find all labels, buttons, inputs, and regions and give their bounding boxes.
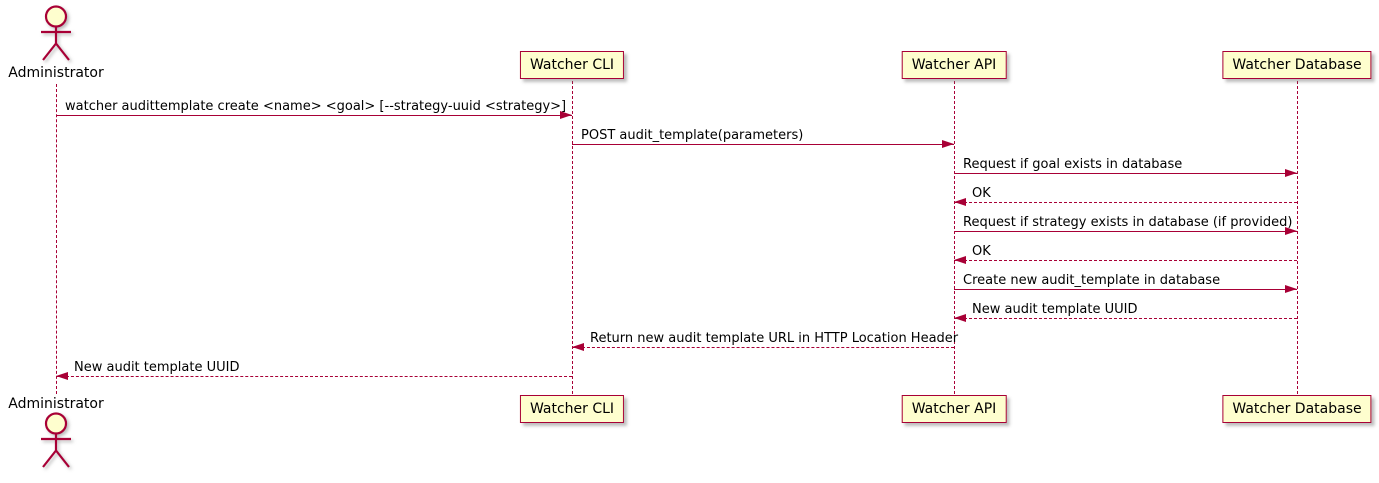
message-label: Return new audit template URL in HTTP Lo…	[590, 331, 959, 346]
arrowhead-right-icon	[1285, 227, 1297, 235]
participant-label: Watcher API	[911, 401, 997, 417]
participant-label: Watcher CLI	[529, 401, 615, 417]
participant-label: Watcher API	[911, 57, 997, 73]
participant-watcher-database-top: Watcher Database	[1222, 51, 1372, 79]
message-label: Create new audit_template in database	[963, 273, 1221, 288]
actor-label-administrator-top: Administrator	[8, 65, 104, 81]
participant-label: Watcher Database	[1232, 57, 1362, 73]
participant-label: Watcher CLI	[529, 57, 615, 73]
message-line	[954, 202, 1297, 203]
message-new-audit-template-uuid-user: New audit template UUID	[56, 360, 572, 381]
participant-watcher-api-bottom: Watcher API	[901, 395, 1007, 423]
message-line	[954, 173, 1297, 174]
message-line	[572, 144, 954, 145]
participant-label: Watcher Database	[1232, 401, 1362, 417]
lifeline-administrator	[56, 84, 57, 394]
arrowhead-left-icon	[572, 343, 584, 351]
message-line	[954, 318, 1297, 319]
arrowhead-left-icon	[56, 372, 68, 380]
message-create-audittemplate: watcher audittemplate create <name> <goa…	[56, 99, 572, 120]
message-line	[954, 289, 1297, 290]
message-request-goal-exists: Request if goal exists in database	[954, 157, 1297, 178]
participant-watcher-cli-bottom: Watcher CLI	[519, 395, 625, 423]
message-label: POST audit_template(parameters)	[581, 128, 804, 143]
message-line	[954, 260, 1297, 261]
message-label: New audit template UUID	[972, 302, 1138, 317]
message-label: watcher audittemplate create <name> <goa…	[65, 99, 567, 114]
message-post-audit-template: POST audit_template(parameters)	[572, 128, 954, 149]
participant-watcher-database-bottom: Watcher Database	[1222, 395, 1372, 423]
lifeline-watcher-database	[1297, 81, 1298, 394]
message-label: Request if strategy exists in database (…	[963, 215, 1293, 230]
message-request-strategy-exists: Request if strategy exists in database (…	[954, 215, 1297, 236]
person-icon	[33, 412, 79, 474]
arrowhead-left-icon	[954, 198, 966, 206]
message-label: OK	[972, 244, 991, 259]
message-label: Request if goal exists in database	[963, 157, 1183, 172]
arrowhead-right-icon	[1285, 169, 1297, 177]
arrowhead-right-icon	[942, 140, 954, 148]
message-new-audit-template-uuid-db: New audit template UUID	[954, 302, 1297, 323]
arrowhead-right-icon	[1285, 285, 1297, 293]
person-icon	[33, 5, 79, 67]
participant-watcher-cli-top: Watcher CLI	[519, 51, 625, 79]
message-line	[572, 347, 954, 348]
message-line	[56, 376, 572, 377]
actor-label-administrator-bottom: Administrator	[8, 396, 104, 412]
message-return-url-location-header: Return new audit template URL in HTTP Lo…	[572, 331, 958, 352]
message-create-audit-template-db: Create new audit_template in database	[954, 273, 1297, 294]
lifeline-watcher-cli	[572, 81, 573, 394]
message-label: OK	[972, 186, 991, 201]
message-label: New audit template UUID	[74, 360, 240, 375]
arrowhead-left-icon	[954, 256, 966, 264]
arrowhead-right-icon	[560, 111, 572, 119]
message-ok-strategy: OK	[954, 244, 1297, 265]
message-ok-goal: OK	[954, 186, 1297, 207]
arrowhead-left-icon	[954, 314, 966, 322]
message-line	[56, 115, 572, 116]
message-line	[954, 231, 1297, 232]
participant-watcher-api-top: Watcher API	[901, 51, 1007, 79]
lifeline-watcher-api	[954, 81, 955, 394]
